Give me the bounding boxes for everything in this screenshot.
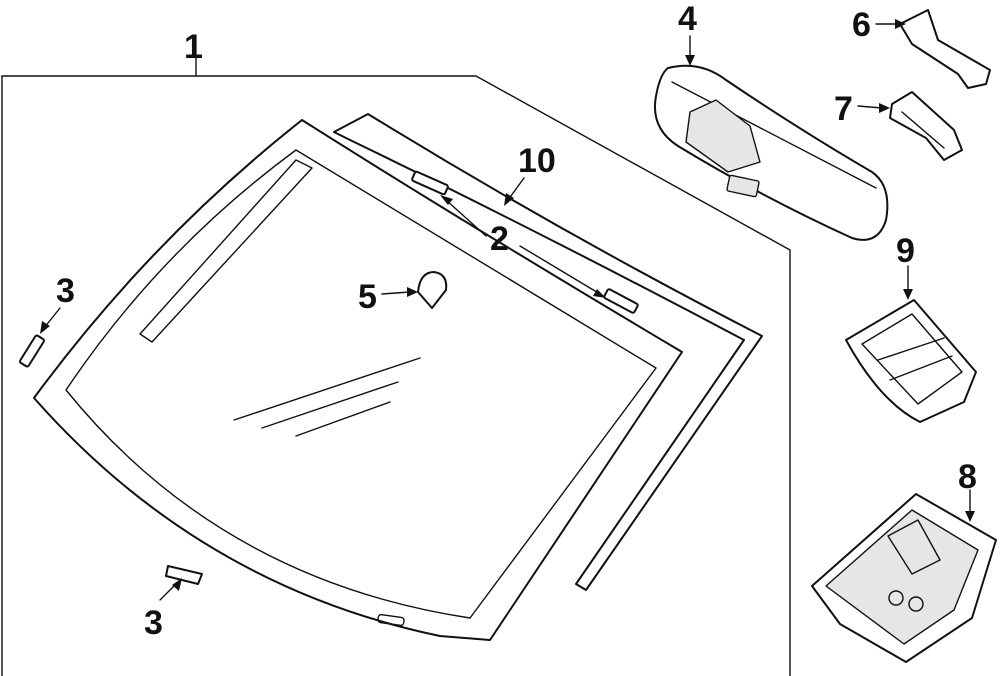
callout-8: 8 xyxy=(958,458,977,496)
windshield-glass xyxy=(33,119,683,641)
callout-4: 4 xyxy=(678,0,697,38)
mirror-bracket xyxy=(889,91,963,161)
overhead-console xyxy=(811,493,997,663)
assembly-1-boundary xyxy=(1,57,791,676)
callout-3-bottom: 3 xyxy=(144,604,163,642)
retainer-strip-right xyxy=(603,288,639,314)
leaders xyxy=(40,19,975,601)
callout-6: 6 xyxy=(852,6,871,44)
callout-3-left: 3 xyxy=(56,272,75,310)
callout-10: 10 xyxy=(518,142,556,180)
rear-view-mirror xyxy=(654,64,889,241)
spacer-left xyxy=(19,334,45,368)
callout-2: 2 xyxy=(490,220,509,258)
spacer-bottom xyxy=(165,565,203,585)
callout-7: 7 xyxy=(834,90,853,128)
retainer-strip-left xyxy=(411,170,449,196)
windshield-moulding xyxy=(333,113,763,591)
mirror-cover-clip xyxy=(899,9,991,89)
callout-9: 9 xyxy=(896,232,915,270)
sensor-cover xyxy=(845,299,977,423)
callout-1: 1 xyxy=(184,28,203,66)
rain-sensor xyxy=(417,271,448,309)
callout-5: 5 xyxy=(358,278,377,316)
